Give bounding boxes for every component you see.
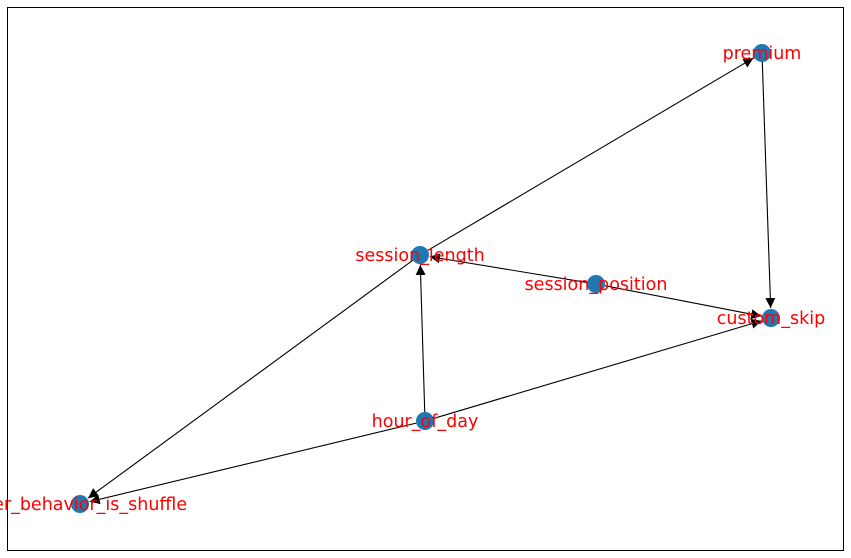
node-session_position (587, 275, 605, 293)
node-premium (753, 44, 771, 62)
plot-frame (7, 7, 844, 551)
node-custom_skip (762, 309, 780, 327)
edge-hour_of_day-to-custom_skip (433, 318, 762, 419)
edge-premium-to-custom_skip (761, 61, 776, 309)
edge-hour_of_day-to-user_behavior_is_shuffle (89, 422, 417, 505)
edge-session_position-to-custom_skip (604, 285, 762, 320)
edge-session_length-to-user_behavior_is_shuffle (87, 259, 414, 499)
node-label-user_behavior_is_shuffle: user_behavior_is_shuffle (0, 495, 187, 515)
edge-session_length-to-premium (427, 57, 754, 251)
node-hour_of_day (416, 412, 434, 430)
node-label-custom_skip: custom_skip (717, 309, 825, 329)
labels-layer: premium session_length session_positioncus… (0, 44, 825, 515)
node-user_behavior_is_shuffle (71, 495, 89, 513)
edges-layer (87, 57, 776, 505)
nodes-layer (71, 44, 780, 513)
edge-session_position-to-session_length (429, 253, 588, 284)
edge-hour_of_day-to-session_length (415, 264, 426, 413)
node-label-hour_of_day: hour_of_day (372, 412, 479, 432)
node-label-session_position: session_position (525, 275, 668, 295)
node-session_length (411, 246, 429, 264)
node-label-premium: premium (723, 44, 802, 64)
node-label-session_length: session_length (355, 246, 484, 266)
